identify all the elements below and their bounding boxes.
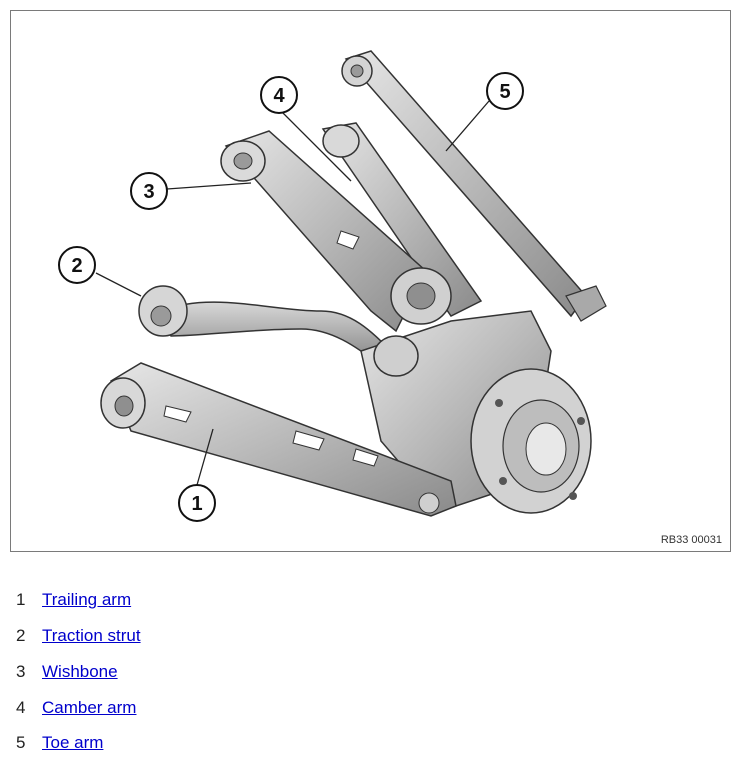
- callout-3: 3: [130, 172, 168, 210]
- callout-1: 1: [178, 484, 216, 522]
- legend-link-wishbone[interactable]: Wishbone: [42, 662, 118, 681]
- legend-link-traction-strut[interactable]: Traction strut: [42, 626, 141, 645]
- leader-lines: [95, 100, 490, 486]
- suspension-drawing: 1 2 3 4 5: [58, 50, 607, 522]
- figure-code: RB33 00031: [660, 534, 722, 546]
- callout-5: 5: [486, 72, 524, 110]
- legend-link-trailing-arm[interactable]: Trailing arm: [42, 590, 132, 609]
- svg-text:2: 2: [71, 255, 82, 277]
- legend-number: 3: [16, 662, 26, 681]
- legend-number: 4: [16, 698, 26, 717]
- wishbone-part: [220, 130, 452, 333]
- suspension-diagram-figure: 1 2 3 4 5 RB33 00031: [10, 10, 731, 552]
- legend-link-toe-arm[interactable]: Toe arm: [42, 733, 104, 752]
- callout-4: 4: [260, 76, 298, 114]
- legend-number: 2: [16, 626, 26, 645]
- traction-strut-part: [138, 285, 392, 368]
- svg-text:3: 3: [143, 181, 154, 203]
- legend-number: 1: [16, 590, 26, 609]
- svg-text:1: 1: [191, 493, 202, 515]
- legend-number: 5: [16, 733, 26, 752]
- legend-link-camber-arm[interactable]: Camber arm: [42, 698, 137, 717]
- trailing-arm-part: [100, 362, 457, 517]
- toe-arm-part: [341, 50, 607, 322]
- camber-arm-part: [321, 122, 483, 317]
- svg-text:5: 5: [499, 81, 510, 103]
- callout-2: 2: [58, 246, 96, 284]
- svg-text:4: 4: [273, 85, 285, 107]
- wheel-carrier-part: [360, 310, 592, 514]
